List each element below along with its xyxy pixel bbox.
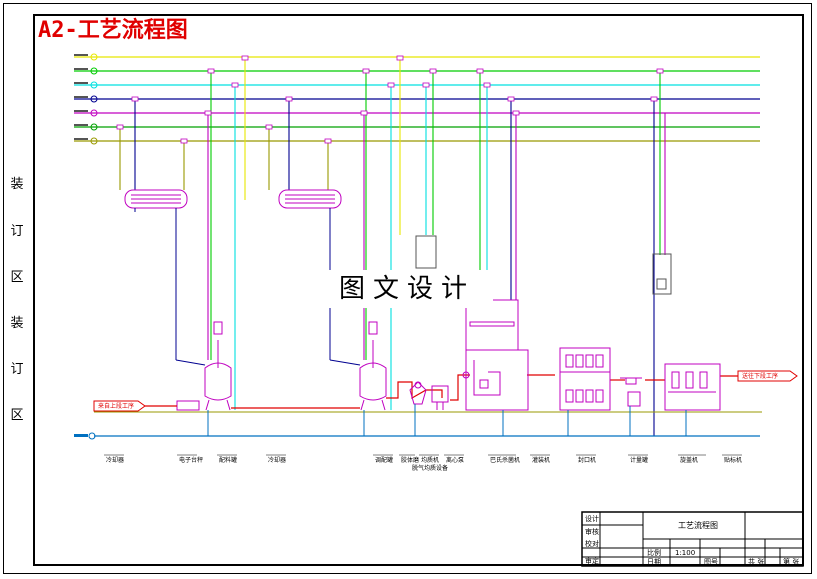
binding-text-5: 订 [10, 362, 24, 377]
label-scale: 电子台秤 [179, 456, 203, 464]
label-colloid-mill: 胶体磨 [401, 456, 419, 464]
outlet-flag-label: 送往下段工序 [742, 372, 778, 380]
pasteurizer [462, 299, 529, 411]
tb-label-date: 日期 [647, 558, 661, 566]
tb-label-scale: 比例 [647, 548, 661, 557]
utility-lines [74, 53, 760, 145]
inlet-flag: 来自上段工序 [93, 400, 146, 412]
mixing-tank-2 [329, 321, 387, 411]
tb-label-design: 设计 [585, 514, 599, 523]
inlet-flag-label: 来自上段工序 [98, 402, 134, 410]
binding-text-6: 区 [10, 408, 24, 423]
drawing-frame [33, 14, 804, 566]
tb-label-number: 图号 [704, 558, 718, 566]
tb-label-sheet: 第 张 [783, 557, 799, 566]
label-filler: 灌装机 [532, 456, 550, 464]
branch-valves [116, 55, 664, 144]
tb-label-approve: 审定 [585, 556, 599, 565]
label-homogenizer: 均质机 [421, 456, 439, 464]
tb-scale-value: 1:100 [675, 549, 695, 557]
binding-text-4: 装 [10, 316, 24, 331]
filling-machine [559, 347, 611, 411]
binding-text-1: 装 [10, 177, 24, 192]
label-batching-tank: 配料罐 [219, 456, 237, 464]
tb-label-check: 校对 [585, 539, 599, 548]
tb-label-total: 共 张 [748, 557, 764, 566]
capping-labeling-machine [664, 363, 721, 411]
product-line [145, 374, 738, 409]
label-capper: 旋盖机 [680, 456, 698, 464]
homogenizer-group [409, 235, 449, 410]
equipment-labels: 冷却器 电子台秤 配料罐 冷却器 调配罐 胶体磨 均质机 离心泵 巴氏杀菌机 灌… [104, 454, 742, 472]
outlet-flag: 送往下段工序 [737, 370, 798, 382]
heat-exchanger-1 [124, 189, 188, 360]
binding-text-2: 订 [10, 224, 24, 239]
label-degas-homogenize: 脱气均质设备 [412, 464, 448, 472]
tb-label-review: 审核 [585, 527, 599, 536]
title-block [581, 511, 804, 567]
drawing-title: A2-工艺流程图 [38, 18, 188, 43]
mixing-tank-1 [175, 321, 232, 411]
heat-exchanger-2 [278, 189, 342, 360]
watermark-text: 图文设计 [321, 270, 493, 308]
metering-tank [652, 253, 672, 295]
titleblock-drawing-name: 工艺流程图 [678, 520, 718, 530]
outer-border [3, 3, 812, 574]
binding-text-3: 区 [10, 270, 24, 285]
label-labeler: 贴标机 [724, 456, 742, 464]
label-sealer: 封口机 [578, 456, 596, 464]
label-pasteurizer: 巴氏杀菌机 [490, 456, 520, 464]
label-cooler-2: 冷却器 [268, 456, 286, 464]
label-metering-tank: 计量罐 [630, 456, 648, 464]
label-blending-tank: 调配罐 [375, 456, 393, 464]
label-cooler-1: 冷却器 [106, 456, 124, 464]
electronic-scale [176, 400, 200, 411]
vertical-branches [119, 57, 666, 436]
label-centrifugal-pump: 离心泵 [446, 456, 464, 464]
sealing-machine [620, 377, 642, 407]
